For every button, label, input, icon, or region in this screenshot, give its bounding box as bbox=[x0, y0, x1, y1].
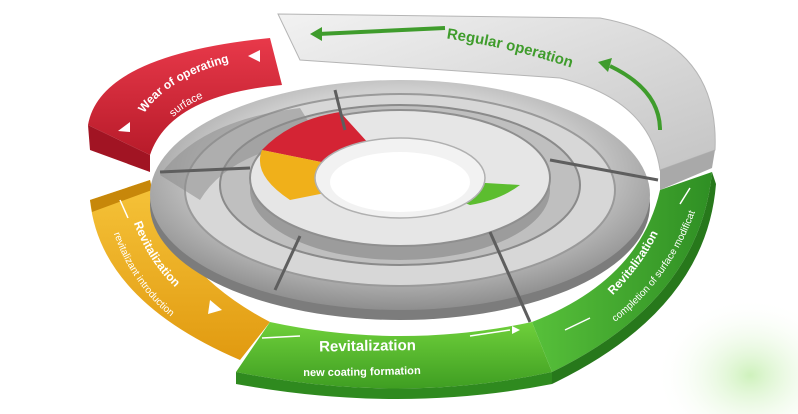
arrow-line-icon bbox=[679, 187, 691, 205]
inner-ring bbox=[249, 109, 551, 260]
arrow-curve-icon bbox=[609, 64, 662, 131]
segment-revitalization-introduction bbox=[90, 180, 270, 360]
revitalization-coating-sublabel: new coating formation bbox=[303, 365, 421, 379]
segment-wear bbox=[88, 38, 282, 172]
arrow-left-icon bbox=[248, 50, 260, 62]
arrow-right-icon bbox=[208, 300, 222, 314]
segment-dividers bbox=[159, 89, 659, 323]
revitalization-coating-label: Revitalization bbox=[319, 337, 416, 355]
segment-revitalization-completion bbox=[532, 172, 716, 384]
arrow-line-icon bbox=[119, 199, 129, 219]
arrowhead-icon bbox=[598, 58, 612, 72]
arrow-right-icon bbox=[512, 326, 520, 334]
arrow-line-icon bbox=[469, 329, 511, 337]
arrow-left-icon bbox=[118, 122, 130, 132]
segment-revitalization-coating bbox=[236, 322, 552, 399]
arrowhead-icon bbox=[310, 27, 322, 41]
arrow-line-icon bbox=[564, 317, 591, 331]
segment-regular-operation bbox=[277, 13, 716, 190]
arrow-line-icon bbox=[261, 335, 301, 339]
arrow-left-icon bbox=[317, 26, 446, 36]
